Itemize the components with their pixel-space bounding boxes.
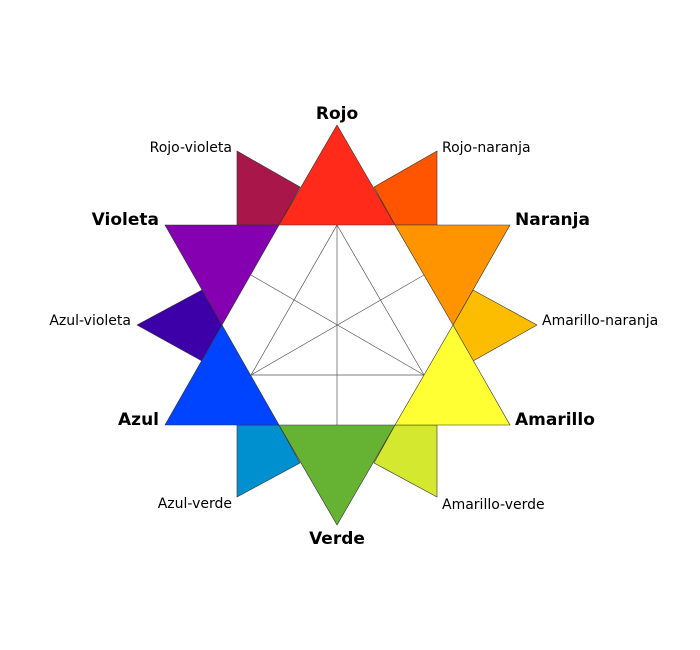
triangle-verde [278,424,396,526]
label-violeta: Violeta [92,210,159,230]
label-naranja: Naranja [515,210,590,230]
triangle-amarillo [394,324,511,426]
label-azul-verde: Azul-verde [158,496,232,512]
label-azul-violeta: Azul-violeta [49,313,131,329]
label-amarillo-naranja: Amarillo-naranja [542,313,658,329]
label-rojo-violeta: Rojo-violeta [150,140,232,156]
label-azul: Azul [118,410,159,430]
triangle-naranja [394,224,511,326]
triangle-violeta [164,224,280,326]
label-rojo-naranja: Rojo-naranja [442,140,531,156]
inner-star-lines [250,224,425,425]
label-verde: Verde [309,529,365,549]
label-rojo: Rojo [316,104,358,124]
label-amarillo: Amarillo [515,410,595,430]
label-amarillo-verde: Amarillo-verde [442,497,545,513]
triangle-rojo [278,124,396,226]
triangle-azul [164,324,280,426]
